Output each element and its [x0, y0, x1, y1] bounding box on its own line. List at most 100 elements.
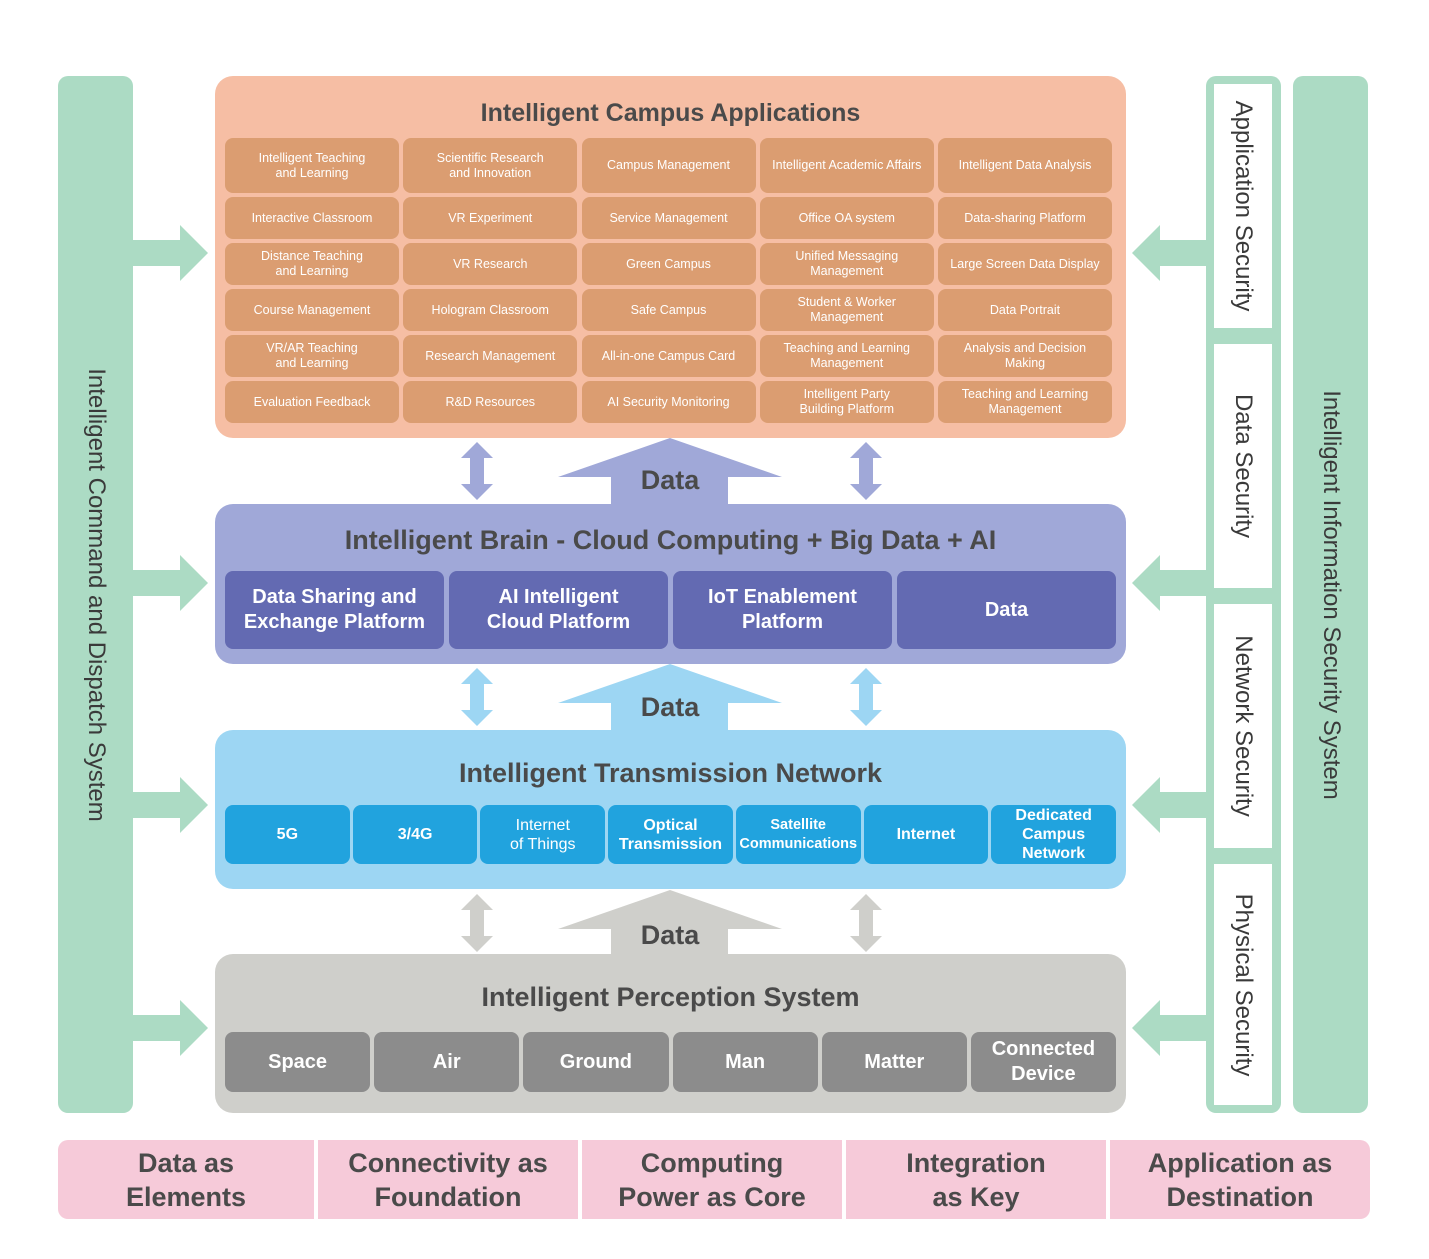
application-label: Teaching and Learning Management — [783, 341, 911, 370]
application-label: Service Management — [609, 210, 728, 225]
application-label: Safe Campus — [630, 302, 707, 317]
application-cell: VR/AR Teaching and Learning — [225, 335, 399, 377]
network-cell-internet: Internet — [863, 805, 989, 864]
application-cell: Campus Management — [581, 138, 756, 193]
applications-title: Intelligent Campus Applications — [480, 99, 861, 127]
network-cell-34g: 3/4G — [352, 805, 478, 864]
application-label: Distance Teaching and Learning — [261, 249, 363, 278]
network-title: Intelligent Transmission Network — [458, 758, 883, 788]
perception-cell-ground: Ground — [523, 1032, 669, 1092]
perception-cell-space: Space — [225, 1032, 371, 1092]
application-label: Course Management — [253, 302, 371, 317]
brain-cell-data: Data — [897, 571, 1116, 649]
right-arrow-perception — [1132, 1000, 1206, 1056]
footer-data-as-elements: Data as Elements — [58, 1140, 314, 1219]
application-label: Large Screen Data Display — [950, 256, 1100, 271]
application-cell: Distance Teaching and Learning — [225, 243, 399, 285]
application-label: Scientific Research and Innovation — [436, 150, 544, 180]
application-label: Analysis and Decision Making — [963, 341, 1087, 370]
brain-title: Intelligent Brain - Cloud Computing + Bi… — [344, 525, 997, 555]
application-cell: All-in-one Campus Card — [581, 335, 756, 377]
command-dispatch-bar: Intelligent Command and Dispatch System — [58, 76, 133, 1113]
application-cell: VR Experiment — [403, 197, 578, 239]
application-cell: Intelligent Teaching and Learning — [225, 138, 399, 193]
application-label: Green Campus — [626, 256, 711, 271]
perception-cell-connected-device: Connected Device — [970, 1032, 1116, 1092]
application-cell: Course Management — [225, 289, 399, 331]
right-arrow-applications — [1132, 225, 1206, 281]
applications-layer: Intelligent Campus Applications Intellig… — [215, 76, 1126, 438]
perception-cell-man: Man — [672, 1032, 818, 1092]
left-arrow-network — [133, 777, 208, 833]
brain-layer: Intelligent Brain - Cloud Computing + Bi… — [215, 504, 1126, 664]
data-label-2: Data — [640, 692, 700, 722]
application-cell: Research Management — [403, 335, 578, 377]
application-cell: Scientific Research and Innovation — [403, 138, 578, 193]
network-layer: Intelligent Transmission Network 5G 3/4G… — [215, 730, 1126, 889]
command-dispatch-label: Intelligent Command and Dispatch System — [82, 367, 110, 822]
application-label: Data Portrait — [989, 302, 1061, 317]
brain-cell-ai-cloud: AI Intelligent Cloud Platform — [449, 571, 668, 649]
application-label: Campus Management — [607, 158, 730, 172]
application-label: Office OA system — [798, 210, 895, 225]
application-cell: Teaching and Learning Management — [759, 335, 934, 377]
application-label: VR Research — [453, 256, 528, 271]
footer-integration: Integration as Key — [846, 1140, 1106, 1219]
left-arrow-applications — [133, 225, 208, 281]
network-security-cell: Network Security — [1214, 604, 1272, 848]
network-cell-optical: Optical Transmission — [608, 805, 733, 864]
footer-computing-power: Computing Power as Core — [582, 1140, 842, 1219]
physical-security-cell: Physical Security — [1214, 864, 1272, 1105]
application-cell: Data-sharing Platform — [938, 197, 1112, 239]
application-cell: Hologram Classroom — [403, 289, 578, 331]
data-security-label: Data Security — [1230, 393, 1257, 539]
brain-cell-iot-enablement: IoT Enablement Platform — [673, 571, 892, 649]
application-label: All-in-one Campus Card — [601, 348, 736, 363]
network-cell-iot: Internet of Things — [480, 805, 606, 864]
application-cell: Intelligent Party Building Platform — [759, 381, 934, 423]
application-label: Intelligent Party Building Platform — [799, 387, 895, 416]
application-label: Evaluation Feedback — [253, 394, 371, 409]
perception-grid: Space Air Ground Man Matter Connected De… — [225, 1032, 1116, 1092]
application-security-label: Application Security — [1230, 100, 1257, 312]
information-security-label: Intelligent Information Security System — [1317, 389, 1345, 800]
footer-application: Application as Destination — [1110, 1140, 1370, 1219]
perception-cell-matter: Matter — [821, 1032, 967, 1092]
application-label: Unified Messaging Management — [795, 249, 899, 278]
application-label: AI Security Monitoring — [607, 394, 730, 409]
data-security-cell: Data Security — [1214, 344, 1272, 588]
application-label: R&D Resources — [445, 394, 536, 409]
data-label-3: Data — [640, 920, 700, 950]
application-cell: Service Management — [581, 197, 756, 239]
application-label: Teaching and Learning Management — [961, 387, 1089, 416]
brain-cell-data-sharing: Data Sharing and Exchange Platform — [225, 571, 444, 649]
perception-title: Intelligent Perception System — [481, 982, 860, 1012]
application-label: Intelligent Data Analysis — [958, 158, 1092, 172]
application-cell: Evaluation Feedback — [225, 381, 399, 423]
network-cell-satellite: Satellite Communications — [735, 805, 861, 864]
network-cell-campus-network: Dedicated Campus Network — [991, 805, 1116, 864]
application-label: Interactive Classroom — [251, 210, 373, 225]
application-label: Student & Worker Management — [797, 295, 896, 324]
application-cell: R&D Resources — [403, 381, 578, 423]
application-cell: AI Security Monitoring — [581, 381, 756, 423]
security-column: Application Security Data Security Netwo… — [1206, 76, 1281, 1113]
application-label: Research Management — [425, 348, 556, 363]
application-security-cell: Application Security — [1214, 84, 1272, 328]
application-cell: Unified Messaging Management — [759, 243, 934, 285]
application-label: Hologram Classroom — [431, 302, 549, 317]
data-label-1: Data — [640, 465, 700, 495]
application-cell: Green Campus — [581, 243, 756, 285]
perception-cell-air: Air — [374, 1032, 520, 1092]
application-label: Data-sharing Platform — [964, 210, 1086, 225]
application-cell: Teaching and Learning Management — [938, 381, 1112, 423]
application-cell: VR Research — [403, 243, 578, 285]
footer: Data as Elements Connectivity as Foundat… — [58, 1140, 1370, 1219]
perception-layer: Intelligent Perception System Space Air … — [215, 954, 1126, 1113]
application-cell: Interactive Classroom — [225, 197, 399, 239]
application-cell: Large Screen Data Display — [938, 243, 1112, 285]
application-cell: Analysis and Decision Making — [938, 335, 1112, 377]
right-arrow-network — [1132, 777, 1206, 833]
application-cell: Safe Campus — [581, 289, 756, 331]
left-arrow-perception — [133, 1000, 208, 1056]
